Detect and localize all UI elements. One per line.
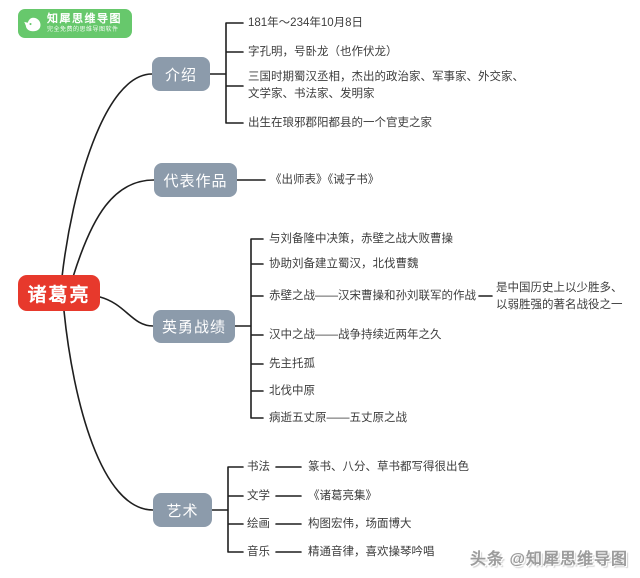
topic-chibi-battle[interactable]: 赤壁之战——汉宋曹操和孙刘联军的作战 (269, 290, 476, 302)
branch-node-battles[interactable]: 英勇战绩 (153, 310, 235, 343)
toutiao-watermark: 头条 @知犀思维导图 (470, 551, 629, 568)
topic-music-desc[interactable]: 精通音律，喜欢操琴吟唱 (308, 546, 435, 558)
topic-painting-desc[interactable]: 构图宏伟，场面博大 (308, 518, 412, 530)
topic-calligraphy-desc[interactable]: 篆书、八分、草书都写得很出色 (308, 461, 469, 473)
topic-northern-expedition[interactable]: 北伐中原 (269, 385, 315, 397)
curve-root-to-works (72, 179, 155, 278)
curve-root-to-intro (61, 73, 153, 278)
topic-wuzhangyuan[interactable]: 病逝五丈原——五丈原之战 (269, 412, 407, 424)
topic-courtesy-name[interactable]: 字孔明，号卧龙（也作伏龙） (248, 46, 398, 58)
topic-longzhong-plan[interactable]: 与刘备隆中决策，赤壁之战大败曹操 (269, 233, 453, 245)
branch-node-intro[interactable]: 介绍 (152, 57, 210, 91)
topic-literature-desc[interactable]: 《诸葛亮集》 (308, 490, 377, 502)
elbow-battles (234, 238, 264, 419)
logo-text: 知犀思维导图 完全免费的思维导图软件 (47, 13, 122, 34)
topic-literature-label[interactable]: 文学 (247, 490, 270, 502)
topic-masterpieces[interactable]: 《出师表》《诫子书》 (270, 174, 380, 186)
zhixi-logo: 知犀思维导图 完全免费的思维导图软件 (18, 9, 132, 38)
topic-birthplace[interactable]: 出生在琅邪郡阳都县的一个官吏之家 (248, 117, 432, 129)
elbow-art (211, 466, 302, 553)
branch-node-art[interactable]: 艺术 (153, 493, 212, 527)
curve-root-to-art (63, 310, 154, 511)
root-node-zhugeliang[interactable]: 诸葛亮 (18, 275, 100, 311)
topic-calligraphy-label[interactable]: 书法 (247, 461, 270, 473)
topic-music-label[interactable]: 音乐 (247, 546, 270, 558)
topic-roles[interactable]: 三国时期蜀汉丞相，杰出的政治家、军事家、外交家、文学家、书法家、发明家 (248, 71, 524, 100)
topic-establish-shuhan[interactable]: 协助刘备建立蜀汉，北伐曹魏 (269, 258, 419, 270)
topic-painting-label[interactable]: 绘画 (247, 518, 270, 530)
topic-lifespan[interactable]: 181年～234年10月8日 (248, 17, 364, 29)
topic-hanzhong-battle[interactable]: 汉中之战——战争持续近两年之久 (269, 329, 442, 341)
branch-node-works[interactable]: 代表作品 (154, 163, 237, 197)
logo-subtitle: 完全免费的思维导图软件 (47, 27, 119, 33)
rhino-icon (24, 17, 41, 31)
topic-chibi-note[interactable]: 是中国历史上以少胜多、以弱胜强的著名战役之一 (496, 282, 623, 311)
curve-root-to-battles (99, 296, 154, 327)
elbow-intro (209, 22, 244, 124)
topic-entrust-orphan[interactable]: 先主托孤 (269, 358, 315, 370)
logo-title: 知犀思维导图 (47, 13, 122, 25)
